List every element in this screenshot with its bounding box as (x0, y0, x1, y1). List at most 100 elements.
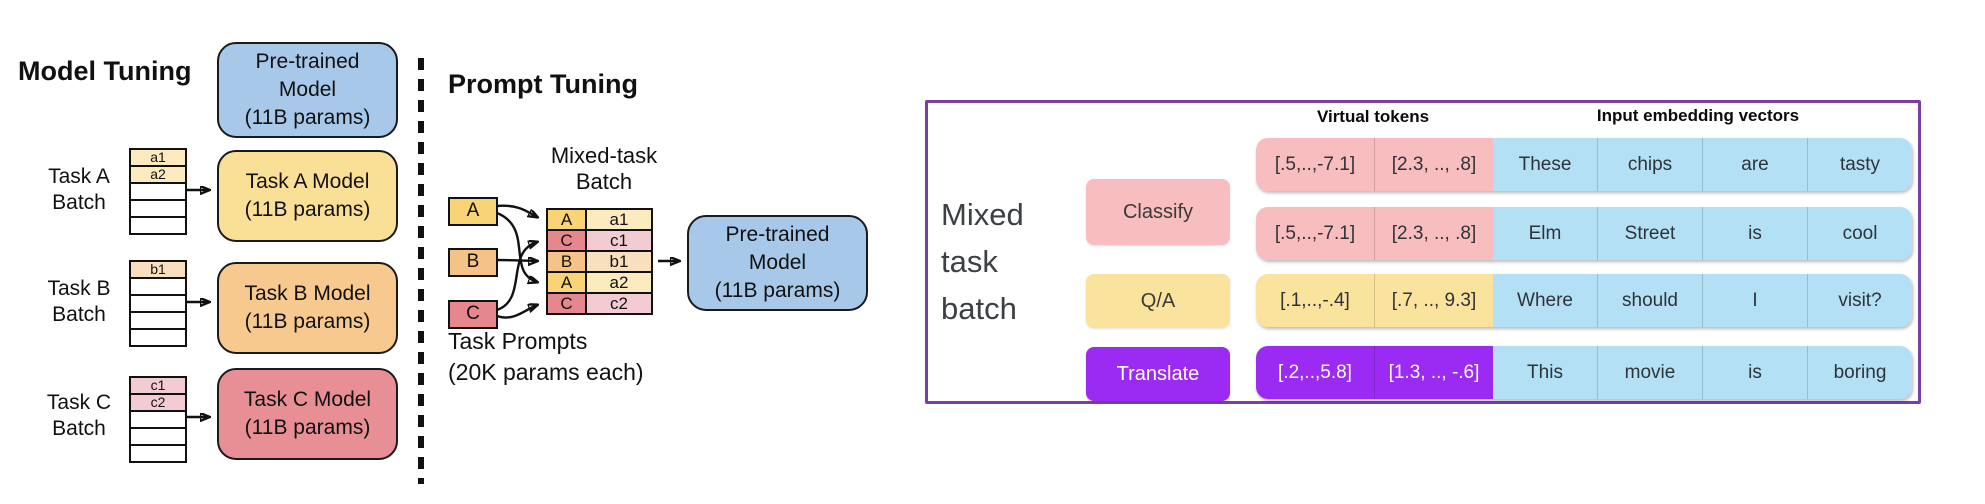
task-b-model-box: Task B Model (11B params) (217, 262, 398, 354)
batch-row: C c1 (548, 231, 651, 252)
title-line: Mixed-task (550, 143, 658, 168)
label-line: batch (941, 291, 1017, 326)
box-line: Pre-trained (255, 50, 360, 73)
batch-task-cell: C (548, 294, 585, 313)
stack-cell (131, 412, 185, 429)
label-line: task (941, 244, 998, 279)
embedding-row: [.5,..,-7.1] [2.3, .., .8] These chips a… (1256, 138, 1912, 191)
word-cell: Elm (1493, 207, 1597, 260)
word-cell: This (1493, 346, 1597, 399)
label-line: Task B (47, 277, 111, 300)
stack-cell: a2 (131, 167, 185, 184)
batch-task-cell: A (548, 210, 585, 229)
virtual-token-cell: [1.3, .., -.6] (1374, 346, 1493, 399)
prompt-box-a: A (448, 197, 498, 226)
batch-item-cell: b1 (585, 252, 651, 271)
virtual-tokens-header: Virtual tokens (1316, 107, 1430, 126)
stack-cell (131, 296, 185, 313)
box-line: Task A Model (245, 170, 370, 193)
virtual-token-cell: [.2,..,5.8] (1256, 346, 1374, 399)
box-line: (11B params) (714, 279, 841, 302)
arrow-prompt-a-row1 (496, 204, 537, 217)
stack-cell (131, 218, 185, 233)
title-line: Batch (575, 169, 633, 194)
model-tuning-heading: Model Tuning (18, 56, 192, 86)
batch-item-cell: c2 (585, 294, 651, 313)
pretrained-model-box-left: Pre-trained Model (11B params) (217, 42, 398, 138)
stack-cell (131, 429, 185, 446)
label-line: Batch (52, 417, 106, 440)
caption-line: (20K params each) (448, 359, 644, 385)
virtual-token-cell: [2.3, .., .8] (1374, 138, 1493, 191)
virtual-token-cell: [.5,..,-7.1] (1256, 138, 1374, 191)
task-a-model-box: Task A Model (11B params) (217, 150, 398, 242)
word-cell: Where (1493, 274, 1597, 327)
label-line: Batch (52, 303, 106, 326)
box-line: (11B params) (244, 106, 371, 129)
embedding-row: [.5,..,-7.1] [2.3, .., .8] Elm Street is… (1256, 207, 1912, 260)
batch-row: A a1 (548, 210, 651, 231)
box-line: Model (278, 78, 337, 101)
word-cell: should (1597, 274, 1702, 327)
box-line: (11B params) (244, 198, 371, 221)
task-c-batch-stack: c1 c2 (129, 376, 187, 463)
task-c-model-box: Task C Model (11B params) (217, 368, 398, 460)
label-line: Task C (46, 391, 112, 414)
word-cell: These (1493, 138, 1597, 191)
label-line: Batch (52, 191, 106, 214)
word-cell: is (1702, 207, 1807, 260)
box-line: Model (748, 251, 807, 274)
pretrained-model-box-middle: Pre-trained Model (11B params) (687, 215, 868, 311)
word-cell: movie (1597, 346, 1702, 399)
virtual-token-cell: [.5,..,-7.1] (1256, 207, 1374, 260)
virtual-token-cell: [.7, .., 9.3] (1374, 274, 1493, 327)
box-line: (11B params) (244, 416, 371, 439)
batch-row: C c2 (548, 294, 651, 313)
stack-cell: c1 (131, 378, 185, 395)
mixed-task-batch-panel: Virtual tokens Input embedding vectors M… (925, 100, 1921, 404)
stack-cell (131, 201, 185, 218)
category-translate: Translate (1086, 347, 1230, 401)
word-cell: I (1702, 274, 1807, 327)
caption-line: Task Prompts (448, 328, 588, 354)
word-cell: tasty (1807, 138, 1912, 191)
word-cell: cool (1807, 207, 1912, 260)
category-qa: Q/A (1086, 274, 1230, 328)
word-cell: is (1702, 346, 1807, 399)
mixed-task-batch-title: Mixed-task Batch (516, 143, 692, 195)
word-cell: boring (1807, 346, 1912, 399)
box-line: Task C Model (243, 388, 372, 411)
batch-item-cell: a1 (585, 210, 651, 229)
prompt-box-b: B (448, 248, 498, 277)
batch-task-cell: B (548, 252, 585, 271)
word-cell: chips (1597, 138, 1702, 191)
task-b-batch-label: Task B Batch (20, 276, 138, 328)
batch-row: B b1 (548, 252, 651, 273)
category-classify: Classify (1086, 179, 1230, 245)
batch-item-cell: c1 (585, 231, 651, 250)
box-line: Task B Model (244, 282, 371, 305)
section-divider (418, 58, 424, 484)
prompt-box-c: C (448, 300, 498, 329)
stack-cell: c2 (131, 395, 185, 412)
prompt-tuning-heading: Prompt Tuning (448, 69, 638, 99)
task-b-batch-stack: b1 (129, 260, 187, 347)
arrow-prompt-a-row4 (496, 211, 537, 282)
word-cell: are (1702, 138, 1807, 191)
task-a-batch-stack: a1 a2 (129, 148, 187, 235)
batch-item-cell: a2 (585, 273, 651, 292)
stack-cell (131, 184, 185, 201)
word-cell: visit? (1807, 274, 1912, 327)
stack-cell (131, 330, 185, 345)
input-embedding-vectors-header: Input embedding vectors (1596, 106, 1800, 125)
batch-task-cell: A (548, 273, 585, 292)
batch-task-cell: C (548, 231, 585, 250)
batch-row: A a2 (548, 273, 651, 294)
box-line: (11B params) (244, 310, 371, 333)
stack-cell: b1 (131, 262, 185, 279)
stack-cell (131, 313, 185, 330)
word-cell: Street (1597, 207, 1702, 260)
arrow-prompt-c-row5 (496, 305, 537, 319)
task-prompts-caption: Task Prompts (20K params each) (448, 326, 644, 388)
